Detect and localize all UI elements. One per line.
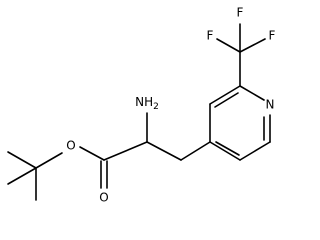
bond-tbu-1 (7, 151, 37, 169)
bond-o-carbonyl-c (79, 146, 105, 161)
bond-c-alpha (103, 141, 148, 161)
molecule-drawing: F F F N NH2 O O (7, 6, 276, 205)
atom-label-f-right: F (269, 29, 276, 43)
ring-bond-n-c2 (239, 85, 265, 101)
bond-ch2-ring (180, 141, 211, 161)
ring-bond-c4-c5 (209, 141, 241, 161)
bond-cf3-f-right (239, 38, 266, 53)
atom-label-ring-n: N (266, 98, 275, 112)
atom-label-f-left: F (207, 29, 214, 43)
atom-label-carbonyl-o: O (99, 191, 108, 205)
amine-subscript: 2 (153, 102, 159, 112)
atom-label-amine: NH2 (135, 95, 159, 112)
bond-alpha-ch2 (146, 141, 182, 161)
atom-label-ester-o: O (66, 139, 75, 153)
bond-cf3-f-left (216, 38, 241, 53)
ring-bond-c5-c6 (239, 141, 271, 161)
amine-text: NH (135, 95, 153, 109)
ring-double-c2-c3 (214, 92, 239, 108)
bond-tbu-2 (7, 167, 37, 185)
structure-diagram: F F F N NH2 O O (7, 6, 276, 205)
ring-bond-c2-c3 (209, 85, 241, 105)
bond-tbu-o (35, 152, 63, 169)
atom-label-f-top: F (237, 6, 244, 20)
ring-double-c4-c5 (215, 141, 240, 156)
